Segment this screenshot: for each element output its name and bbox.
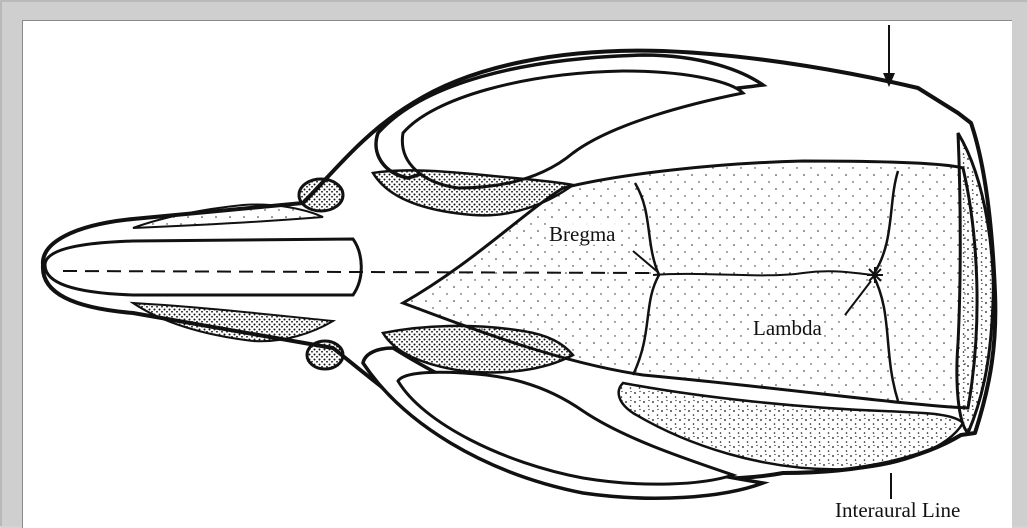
bregma-label: Bregma: [547, 223, 617, 245]
lower-foramen: [307, 341, 343, 369]
upper-foramen: [299, 179, 343, 211]
lambda-label: Lambda: [751, 317, 824, 339]
rat-skull-dorsal-drawing: [23, 21, 1012, 528]
lambda-marker: [867, 267, 883, 283]
nasal-bones: [45, 239, 361, 295]
interaural-line-label: Interaural Line: [833, 499, 962, 521]
skull-illustration-panel: Bregma Lambda Interaural Line: [22, 20, 1012, 528]
